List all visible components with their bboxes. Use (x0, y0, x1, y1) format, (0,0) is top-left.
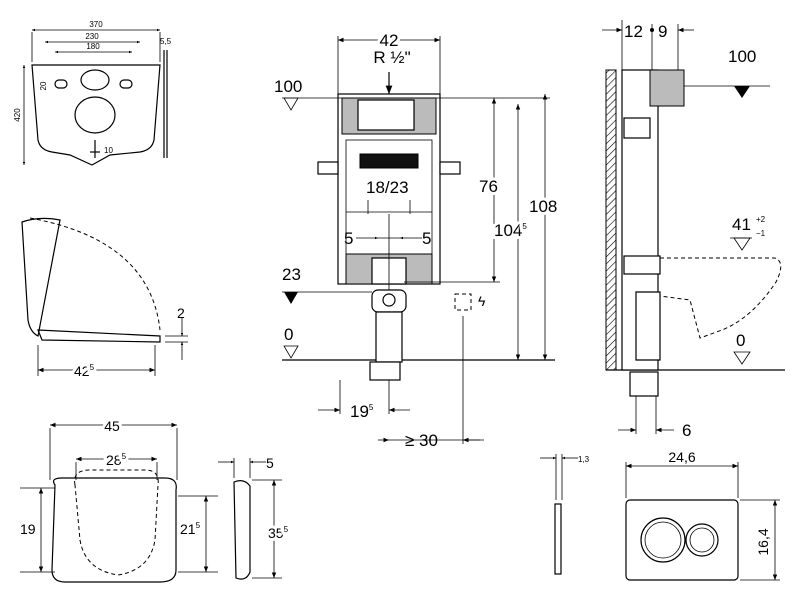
depth-6-label: 6 (682, 421, 691, 440)
depth-9-label: 9 (658, 22, 667, 41)
height-104-main: 104 (494, 221, 522, 240)
tol-minus-label: −1 (756, 229, 766, 238)
drain-pipe (375, 311, 403, 363)
level-0-side-label: 0 (736, 331, 745, 350)
offset-left-label: 5 (344, 229, 353, 248)
insulation-plate-drawing: 370 230 180 420 20 10 5,5 (13, 20, 172, 166)
frame-side-drawing: 12 9 100 41 +2 −1 0 6 (602, 20, 785, 440)
seat-width-label: 425 (74, 363, 95, 379)
lid-right-sup: 5 (196, 521, 201, 530)
height-104-label: 1045 (494, 221, 527, 240)
plate-width-label: 370 (89, 20, 103, 29)
depth-12-label: 12 (624, 22, 643, 41)
plate-inner2-label: 180 (86, 42, 100, 51)
height-104-sup: 5 (522, 222, 527, 231)
min-distance-label: ≥ 30 (405, 431, 438, 450)
seat-width-sup: 5 (90, 363, 95, 372)
wc-bowl-dashed (659, 257, 782, 339)
lid-side-thickness-label: 5 (266, 455, 274, 471)
frame-width-label: 42 (380, 31, 399, 50)
plate-slot-right (119, 79, 133, 89)
center-18-23-label: 18/23 (366, 178, 409, 197)
lid-side-main: 35 (268, 525, 284, 541)
plate-side-drawing: 1,3 (540, 454, 590, 575)
drain-offset-label: 195 (350, 402, 374, 421)
tol-plus-label: +2 (756, 215, 766, 224)
seat-width-main: 42 (74, 363, 90, 379)
lid-width-label: 45 (104, 418, 120, 434)
seat-lid-side (21, 217, 61, 337)
cistern-opening (357, 99, 415, 131)
plate-slot-label: 20 (39, 81, 48, 90)
drain-offset-main: 19 (350, 402, 369, 421)
wall-hatching (605, 69, 617, 371)
lid-front-drawing: 45 285 19 215 (17, 415, 218, 583)
lid-inner-dashed (74, 469, 159, 576)
flush-plate-side-top (649, 69, 685, 107)
offset-right-label: 5 (422, 229, 431, 248)
insulation-plate-outline (31, 64, 161, 166)
frame-front-drawing: ϟ 42 R ½" 100 76 1045 108 18/23 5 5 23 (274, 28, 560, 450)
lid-right-height-label: 215 (180, 521, 201, 537)
lid-left-height-label: 19 (20, 521, 36, 537)
plate-inner1-label: 230 (85, 32, 99, 41)
lid-outline (51, 477, 177, 583)
height-76-label: 76 (479, 177, 498, 196)
level-23-label: 23 (282, 265, 301, 284)
lid-right-main: 21 (180, 521, 196, 537)
plate-side-thickness-label: 1,3 (578, 455, 590, 464)
level-41-label: 41 (732, 215, 751, 234)
lid-inner-main: 28 (106, 452, 122, 468)
drain-offset-sup: 5 (369, 403, 374, 412)
height-108-label: 108 (529, 197, 557, 216)
seat-swing-arc (29, 217, 161, 331)
lid-inner-sup: 5 (122, 452, 127, 461)
level-100-side-label: 100 (728, 47, 756, 66)
flush-plate-drawing: 24,6 16,4 (625, 449, 780, 581)
level-0-front-label: 0 (284, 325, 293, 344)
plate-side-profile (554, 503, 562, 575)
seat-height-label: 2 (177, 305, 185, 321)
thread-label: R ½" (373, 48, 410, 67)
lid-side-sup: 5 (284, 525, 289, 534)
flush-plate-width-label: 24,6 (668, 449, 695, 465)
seat-side-drawing: 2 425 (21, 217, 188, 382)
lid-side-drawing: 5 355 (218, 455, 292, 580)
plate-height-label: 420 (13, 108, 22, 122)
flush-button-large (640, 517, 686, 563)
lid-side-outline (233, 480, 251, 580)
plate-slot-left (54, 79, 68, 89)
plate-hole-lower (74, 96, 116, 134)
level-100-front-label: 100 (274, 77, 302, 96)
plate-hole-upper (80, 69, 110, 91)
lid-side-height-label: 355 (268, 525, 289, 541)
plate-r-label: 10 (104, 146, 113, 155)
flush-valve (359, 153, 419, 169)
flush-plate-height-label: 16,4 (755, 528, 771, 555)
plate-thickness-label: 5,5 (160, 37, 172, 46)
lid-inner-label: 285 (106, 452, 127, 468)
seat-side-base (37, 329, 161, 343)
electrical-symbol: ϟ (478, 293, 486, 309)
flush-button-small (685, 523, 719, 557)
